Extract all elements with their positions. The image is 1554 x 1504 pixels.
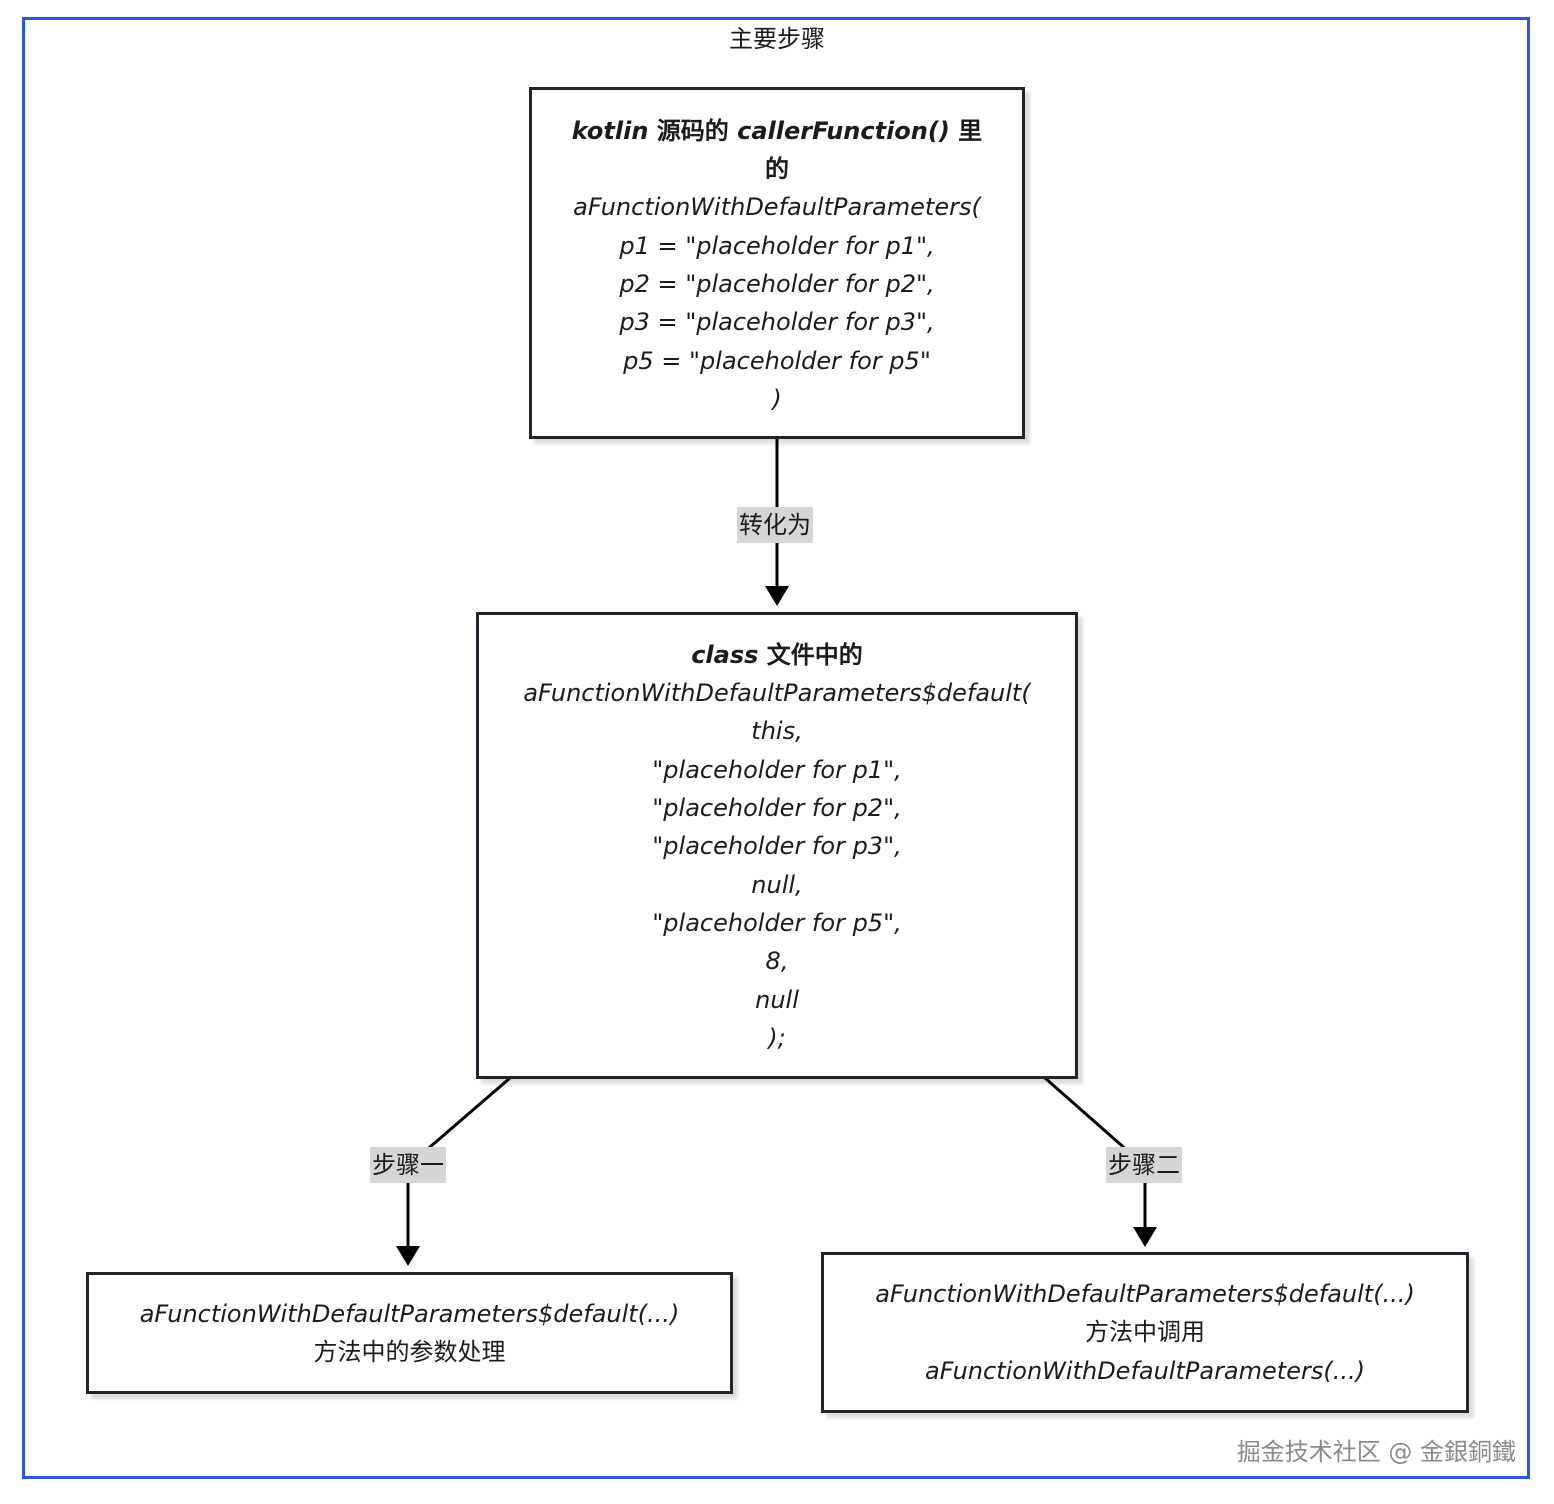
code-line: ) bbox=[772, 384, 782, 413]
watermark: 掘金技术社区 @ 金銀銅鐵 bbox=[1236, 1438, 1516, 1466]
code-line: "placeholder for p2", bbox=[652, 794, 902, 823]
step-one-text: 方法中的参数处理 bbox=[313, 1338, 506, 1366]
cluster-frame bbox=[22, 17, 1530, 1479]
node-kotlin-source-title-line2: 的 bbox=[765, 155, 789, 184]
cluster-title: 主要步骤 bbox=[729, 25, 825, 53]
code-line: this, bbox=[751, 717, 803, 746]
code-line: aFunctionWithDefaultParameters( bbox=[573, 193, 981, 222]
step-two-text: 方法中调用 bbox=[1085, 1318, 1205, 1347]
keyword-kotlin: kotlin bbox=[571, 116, 649, 145]
code-line: p3 = "placeholder for p3", bbox=[619, 308, 935, 337]
node-kotlin-source: kotlin 源码的 callerFunction() 里 的 aFunctio… bbox=[529, 87, 1025, 439]
code-line: null, bbox=[751, 870, 803, 899]
keyword-caller-function: callerFunction() bbox=[737, 116, 950, 145]
step-two-code-2: aFunctionWithDefaultParameters(...) bbox=[925, 1356, 1365, 1385]
edge-label-step-two: 步骤二 bbox=[1106, 1147, 1182, 1183]
edge-label-convert: 转化为 bbox=[737, 507, 813, 543]
edge-label-step-one: 步骤一 bbox=[370, 1147, 446, 1183]
code-line: "placeholder for p5", bbox=[652, 908, 902, 937]
keyword-class: class bbox=[691, 640, 759, 669]
node-kotlin-source-title: kotlin 源码的 callerFunction() 里 bbox=[572, 112, 982, 150]
title-end: 文件中的 bbox=[758, 640, 863, 669]
title-middle: 源码的 bbox=[648, 116, 738, 145]
code-line: "placeholder for p1", bbox=[652, 755, 902, 784]
code-line: 8, bbox=[765, 947, 789, 976]
code-line: aFunctionWithDefaultParameters$default( bbox=[523, 679, 1031, 708]
node-step-two: aFunctionWithDefaultParameters$default(.… bbox=[821, 1252, 1469, 1413]
code-line: "placeholder for p3", bbox=[652, 832, 902, 861]
code-line: ); bbox=[768, 1023, 786, 1052]
node-class-file: class 文件中的 aFunctionWithDefaultParameter… bbox=[476, 612, 1078, 1079]
title-end: 里 bbox=[949, 116, 983, 145]
node-step-one: aFunctionWithDefaultParameters$default(.… bbox=[86, 1272, 733, 1394]
code-line: p1 = "placeholder for p1", bbox=[619, 231, 935, 260]
step-one-code: aFunctionWithDefaultParameters$default(.… bbox=[139, 1299, 680, 1328]
node-class-file-title: class 文件中的 bbox=[691, 636, 863, 674]
step-two-code: aFunctionWithDefaultParameters$default(.… bbox=[875, 1280, 1415, 1309]
code-line: p5 = "placeholder for p5" bbox=[623, 346, 931, 375]
code-line: null bbox=[755, 985, 799, 1014]
code-line: p2 = "placeholder for p2", bbox=[619, 270, 935, 298]
